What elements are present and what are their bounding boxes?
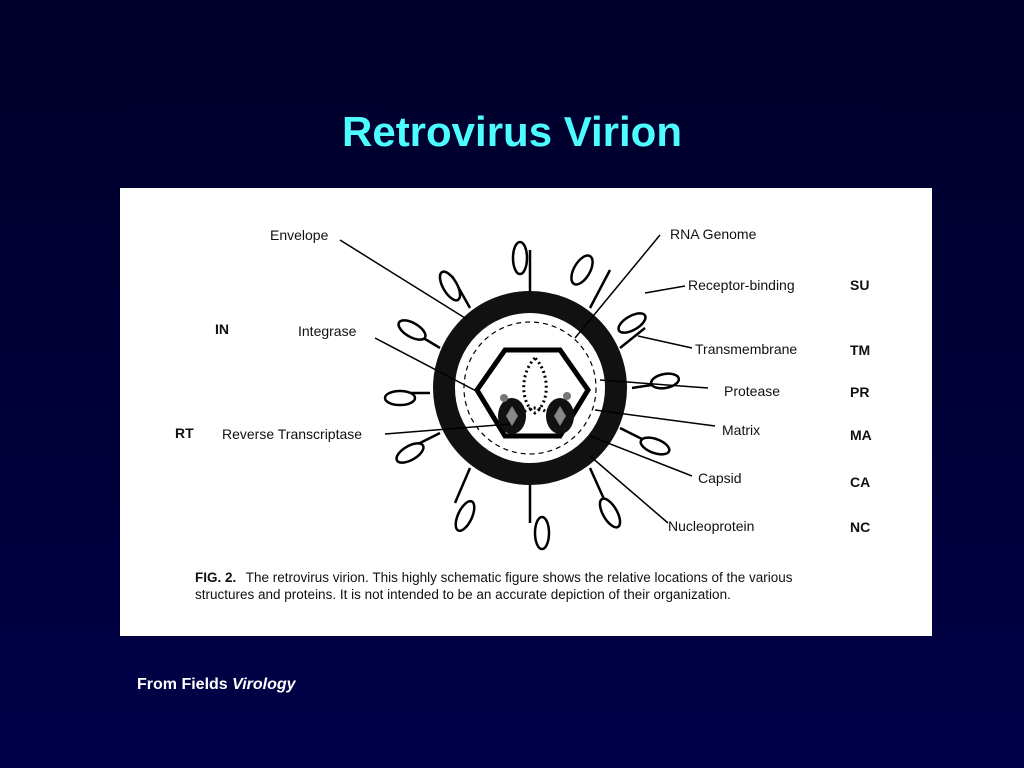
abbr-ma: MA [850, 427, 872, 443]
abbr-in: IN [215, 321, 229, 337]
abbr-pr: PR [850, 384, 869, 400]
figure-caption-line1: FIG. 2. The retrovirus virion. This high… [195, 570, 793, 585]
label-transmembrane: Transmembrane [695, 341, 797, 357]
credit-book-title: Virology [232, 676, 296, 693]
figure-caption-text1: The retrovirus virion. This highly schem… [246, 570, 793, 585]
protein-diamond-right [554, 406, 566, 426]
capsid-core [474, 347, 591, 439]
protein-diamond-left [506, 406, 518, 426]
leader-lines [339, 234, 716, 524]
virion-figure-panel: Envelope Integrase Reverse Transcriptase… [120, 188, 932, 636]
figure-caption-prefix: FIG. 2. [195, 570, 236, 585]
credit-prefix: From Fields [137, 676, 228, 693]
envelope-spikes [383, 240, 681, 551]
label-envelope: Envelope [270, 227, 329, 243]
lipid-envelope [433, 291, 627, 485]
abbr-nc: NC [850, 519, 870, 535]
abbr-ca: CA [850, 474, 870, 490]
virion-diagram: Envelope Integrase Reverse Transcriptase… [175, 226, 872, 602]
abbr-su: SU [850, 277, 869, 293]
label-rna-genome: RNA Genome [670, 226, 757, 242]
label-receptor-binding: Receptor-binding [688, 277, 795, 293]
protease-particle [563, 392, 571, 400]
label-nucleoprotein: Nucleoprotein [668, 518, 754, 534]
abbr-tm: TM [850, 342, 870, 358]
figure-caption-line2: structures and proteins. It is not inten… [195, 587, 731, 602]
abbr-rt: RT [175, 425, 194, 441]
label-reverse-transcriptase: Reverse Transcriptase [222, 426, 362, 442]
label-integrase: Integrase [298, 323, 357, 339]
slide-title: Retrovirus Virion [342, 108, 682, 155]
protease-particle [500, 394, 508, 402]
label-protease: Protease [724, 383, 780, 399]
label-capsid: Capsid [698, 470, 742, 486]
source-credit: From Fields Virology [137, 676, 296, 694]
label-matrix: Matrix [722, 422, 760, 438]
